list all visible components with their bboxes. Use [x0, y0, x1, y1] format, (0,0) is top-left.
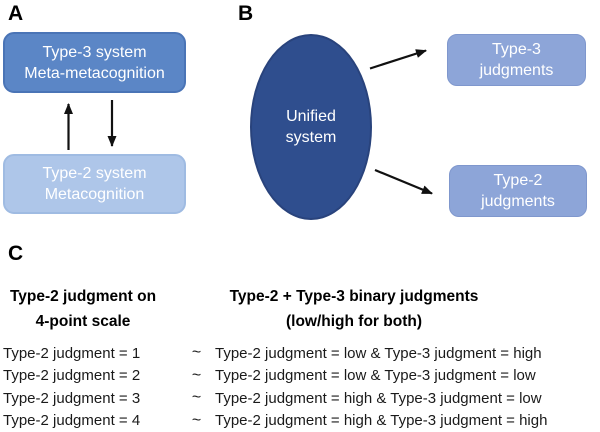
- c-left-column-header: Type-2 judgment on 4-point scale: [0, 284, 166, 334]
- c-left-header-line1: Type-2 judgment on: [9, 288, 157, 305]
- type-2-judgments-line1: Type-2: [493, 172, 543, 189]
- type-2-system-line2: Metacognition: [44, 186, 145, 203]
- table-row: Type-2 judgment = 4 ~ Type-2 judgment = …: [0, 410, 600, 432]
- type-2-judgments-line2: judgments: [481, 193, 555, 210]
- table-row: Type-2 judgment = 2 ~ Type-2 judgment = …: [0, 365, 600, 387]
- panel-a-label: A: [8, 2, 24, 25]
- type-2-judgments-box: Type-2 judgments: [449, 165, 587, 217]
- type-2-system-box: Type-2 system Metacognition: [3, 154, 186, 214]
- type-3-judgments-line1: Type-3: [492, 41, 541, 58]
- arrow-to-type-3-judgments-icon: [369, 49, 427, 70]
- row-1-left: Type-2 judgment = 1: [3, 344, 141, 362]
- table-row: Type-2 judgment = 3 ~ Type-2 judgment = …: [0, 387, 600, 409]
- c-right-header-line2: (low/high for both): [285, 313, 422, 330]
- row-2-tilde: ~: [191, 366, 202, 384]
- table-row: Type-2 judgment = 1 ~ Type-2 judgment = …: [0, 342, 600, 364]
- c-right-column-header: Type-2 + Type-3 binary judgments (low/hi…: [204, 284, 504, 334]
- row-3-right: Type-2 judgment = high & Type-3 judgment…: [215, 389, 542, 407]
- unified-system-line1: Unified: [286, 108, 336, 125]
- type-3-system-box: Type-3 system Meta-metacognition: [3, 32, 186, 93]
- c-left-header-line2: 4-point scale: [35, 313, 131, 330]
- unified-system-ellipse: Unified system: [250, 34, 372, 220]
- arrow-to-type-2-judgments-icon: [374, 168, 433, 195]
- type-3-judgments-box: Type-3 judgments: [447, 34, 586, 86]
- row-2-right: Type-2 judgment = low & Type-3 judgment …: [215, 367, 536, 384]
- unified-system-line2: system: [285, 129, 337, 146]
- row-1-tilde: ~: [191, 344, 202, 361]
- type-3-system-line2: Meta-metacognition: [24, 64, 165, 82]
- row-3-left: Type-2 judgment = 3: [3, 389, 141, 407]
- type-3-system-line1: Type-3 system: [42, 43, 147, 61]
- panel-c-label: C: [8, 242, 24, 265]
- type-2-system-line1: Type-2 system: [42, 165, 147, 182]
- type-3-judgments-line2: judgments: [479, 62, 554, 79]
- row-2-left: Type-2 judgment = 2: [3, 367, 141, 384]
- row-4-right: Type-2 judgment = high & Type-3 judgment…: [215, 412, 548, 429]
- row-3-tilde: ~: [191, 389, 202, 406]
- panel-b-label: B: [238, 2, 254, 25]
- row-4-left: Type-2 judgment = 4: [3, 412, 141, 429]
- row-4-tilde: ~: [191, 411, 202, 429]
- c-right-header-line1: Type-2 + Type-3 binary judgments: [229, 288, 479, 305]
- row-1-right: Type-2 judgment = low & Type-3 judgment …: [215, 344, 542, 362]
